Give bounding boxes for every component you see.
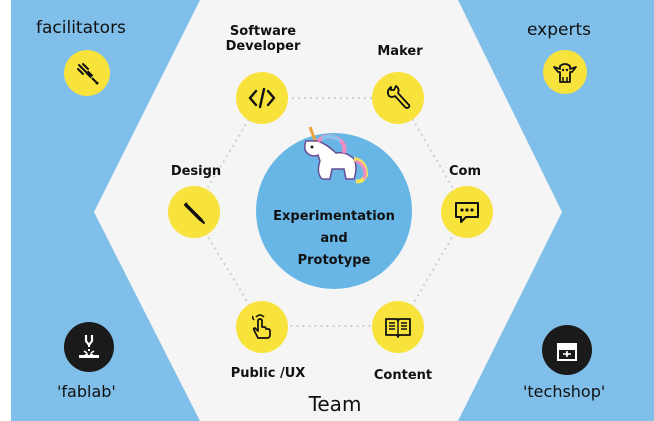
yoda-icon <box>553 63 577 83</box>
experimentation-prototype-circle: Experimentation and Prototype <box>256 126 412 289</box>
unicorn-icon <box>303 126 369 184</box>
shop-icon <box>557 343 577 361</box>
experts-badge <box>543 50 587 94</box>
center-line-3: Prototype <box>297 253 371 268</box>
center-line-1: Experimentation <box>273 209 395 224</box>
wrench-icon <box>386 85 411 109</box>
design-badge <box>168 186 220 238</box>
content-label: Content <box>373 368 433 383</box>
fablab-badge <box>64 322 114 372</box>
soldering-iron-icon <box>77 63 99 85</box>
code-brackets-icon <box>248 87 276 109</box>
software-developer-label-line2: Developer <box>225 39 301 54</box>
maker-badge <box>372 72 424 124</box>
software-developer-label-line1: Software <box>229 24 297 39</box>
software-developer-badge <box>236 72 288 124</box>
maker-label: Maker <box>377 44 423 59</box>
content-badge <box>372 301 424 353</box>
speech-bubble-icon <box>455 202 479 223</box>
com-badge <box>441 186 493 238</box>
fablab-label: 'fablab' <box>57 382 116 401</box>
experts-label: experts <box>527 20 591 40</box>
tap-hand-icon <box>251 314 271 339</box>
com-label: Com <box>448 164 482 179</box>
public-ux-label: Public /UX <box>230 366 306 381</box>
pencil-icon <box>184 202 205 224</box>
facilitators-label: facilitators <box>36 18 126 38</box>
facilitators-badge <box>64 50 110 96</box>
techshop-label: 'techshop' <box>523 382 606 401</box>
center-line-2: and <box>320 231 348 246</box>
public-ux-badge <box>236 301 288 353</box>
software-developer-label: Software Developer <box>224 24 302 54</box>
laser-cutter-icon <box>79 335 99 358</box>
techshop-badge <box>542 325 592 375</box>
design-label: Design <box>170 164 222 179</box>
open-book-icon <box>385 318 411 338</box>
team-label: Team <box>308 392 362 416</box>
